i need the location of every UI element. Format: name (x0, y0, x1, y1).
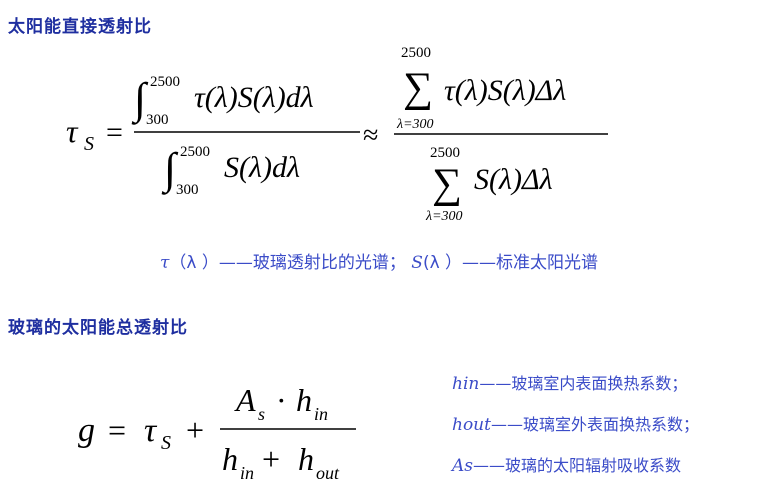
formula1-lhs-subscript: S (84, 133, 94, 155)
note-s-desc: ——标准太阳光谱 (462, 253, 599, 273)
formula2-numerator-h-sub: in (314, 404, 328, 424)
numerator-integral-sign: ∫ (131, 74, 149, 125)
note-s-arg: (λ ） (422, 253, 463, 273)
formula2-equals: = (108, 412, 126, 448)
formula2-denominator-h-in-sub: in (240, 463, 254, 483)
approx-sign: ≈ (363, 120, 378, 151)
legend-item-hout: hout——玻璃室外表面换热系数； (452, 411, 699, 435)
formula1-equals: = (106, 116, 123, 149)
denominator-sum-term: S(λ)Δλ (474, 163, 553, 196)
formula1-note: τ（λ ）——玻璃透射比的光谱； S(λ ）——标准太阳光谱 (160, 248, 598, 273)
note-tau-arg: （λ ） (169, 253, 219, 273)
formula2-numerator-A-sub: s (258, 404, 265, 424)
formula2-tau-subscript: S (161, 432, 171, 454)
numerator-integrand: τ(λ)S(λ)dλ (194, 81, 314, 114)
legend-symbol-hout: hout (452, 415, 491, 435)
legend-desc-hout: ——玻璃室外表面换热系数； (490, 415, 699, 434)
numerator-sum-lower: λ=300 (396, 117, 434, 132)
denominator-integral-upper: 2500 (180, 144, 210, 160)
section-title-direct-transmittance: 太阳能直接透射比 (8, 17, 152, 37)
numerator-sum-upper: 2500 (401, 45, 431, 61)
denominator-sum-upper: 2500 (430, 145, 460, 161)
legend-desc-hin: ——玻璃室内表面换热系数； (479, 374, 688, 393)
formula2-numerator-h: h (296, 382, 312, 418)
note-tau-symbol: τ (160, 253, 170, 273)
formula2-tau: τ (144, 412, 158, 449)
numerator-sum-sign: ∑ (403, 65, 433, 111)
formula2-dot: · (276, 382, 287, 418)
note-tau-desc: ——玻璃透射比的光谱； (218, 253, 406, 273)
denominator-sum-sign: ∑ (432, 161, 462, 207)
formula1-lhs-tau: τ (66, 113, 79, 149)
legend-item-hin: hin——玻璃室内表面换热系数； (452, 370, 687, 394)
formula2-denominator-h-in: h (222, 441, 238, 477)
denominator-integral-sign: ∫ (161, 144, 179, 195)
formula2-plus: + (186, 412, 204, 448)
legend-desc-as: ——玻璃的太阳辐射吸收系数 (473, 456, 682, 475)
legend-item-as: As——玻璃的太阳辐射吸收系数 (452, 452, 681, 476)
formula2-denominator-plus: + (262, 441, 280, 477)
section-title-total-transmittance: 玻璃的太阳能总透射比 (8, 318, 188, 338)
numerator-integral-upper: 2500 (150, 74, 180, 90)
formula2-denominator-h-out-sub: out (316, 463, 340, 483)
numerator-sum-term: τ(λ)S(λ)Δλ (444, 74, 566, 107)
formula-direct-transmittance: τ S = ∫ 2500 300 τ(λ)S(λ)dλ ∫ 2500 300 S… (66, 45, 608, 224)
denominator-integrand: S(λ)dλ (224, 151, 300, 184)
legend-symbol-hin: hin (452, 374, 480, 394)
legend-symbol-as: As (452, 456, 474, 476)
formula2-lhs-g: g (78, 412, 95, 449)
denominator-integral-lower: 300 (176, 182, 199, 198)
numerator-integral-lower: 300 (146, 112, 169, 128)
formula-total-transmittance: g = τ S + A s · h in h in + h out (78, 382, 356, 483)
denominator-sum-lower: λ=300 (425, 209, 463, 224)
formula2-numerator-A: A (234, 382, 256, 418)
formula2-denominator-h-out: h (298, 441, 314, 477)
note-s-symbol: S (411, 253, 423, 273)
